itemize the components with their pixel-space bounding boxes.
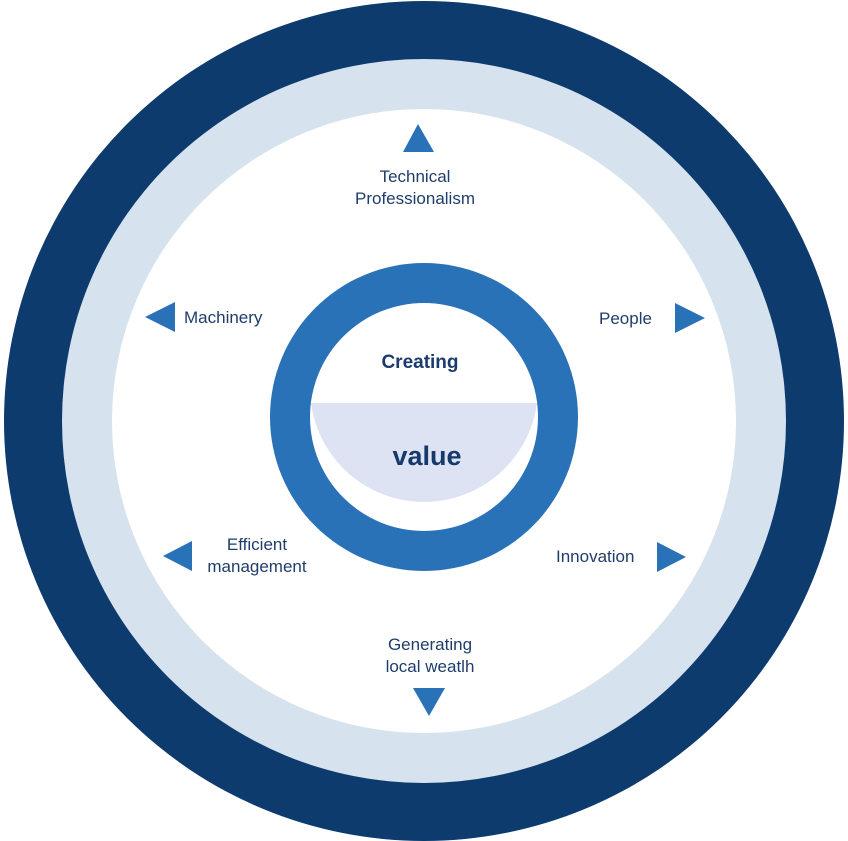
center-lower-fill	[311, 403, 537, 502]
label-innovation: Innovation	[556, 547, 635, 566]
label-efficient-management: Efficient management	[202, 534, 312, 578]
label-technical-professionalism: Technical Professionalism	[346, 166, 484, 210]
label-line: Generating	[387, 635, 473, 654]
label-line: local weatlh	[385, 657, 475, 676]
arrow-down-icon	[413, 688, 445, 716]
label-people: People	[599, 309, 652, 328]
arrow-up-icon	[403, 124, 434, 152]
label-line: management	[207, 557, 307, 576]
label-machinery: Machinery	[184, 308, 263, 327]
arrow-right-lower-icon	[657, 542, 686, 572]
label-line: Efficient	[226, 535, 288, 554]
center-top-text: Creating	[381, 352, 459, 373]
center-bottom-text: value	[392, 441, 462, 471]
arrow-left-icon	[145, 302, 175, 332]
arrow-left-lower-icon	[163, 541, 192, 571]
arrow-right-icon	[675, 303, 705, 333]
label-line: Technical	[379, 167, 451, 186]
label-line: Professionalism	[355, 189, 475, 208]
label-generating-local-wealth: Generating local weatlh	[372, 634, 488, 678]
